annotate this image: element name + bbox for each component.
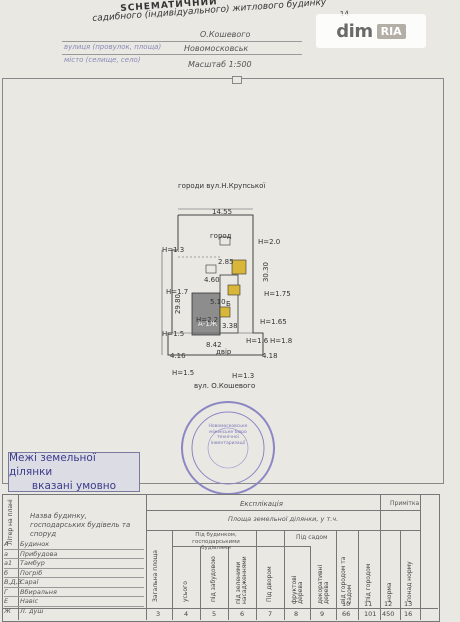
col-num-13: 13 [404,600,413,608]
col-num-11: 11 [364,600,373,608]
plot-boundary [167,214,264,356]
side-label: Літер на плані [7,499,14,545]
height-mark-6: Н=1.8 [270,337,293,345]
sub-buildings-header: Під будинком, господарськими будівлями [192,532,240,551]
col-excess: понад норму [406,561,413,602]
building-a [191,292,221,336]
cell-dim-0: 4.60 [204,276,220,284]
col-num-4: 4 [184,610,189,618]
col-num-8: 8 [294,610,299,618]
value-excess: 16 [404,610,413,618]
area-header: Площа земельної ділянки, у т.ч. [228,515,339,523]
value-norm: 450 [382,610,395,618]
garden-label: город [210,232,232,240]
height-mark-5: Н=1.65 [260,318,287,326]
stamp-text: Новомосковське міжміське бюро технічної … [208,424,248,446]
watermark-brand: dim [336,20,373,42]
col-fruit: фруктові дерева [291,575,304,604]
col-other: під зеленими насадженнями [235,556,248,604]
col-num-7: 7 [268,610,273,618]
col-garden-plot: під городом та садом [340,556,353,604]
dim-bottom-right: 4.18 [262,352,278,360]
col-num-12: 12 [384,600,393,608]
col-decor: декоративні дерева [317,564,330,604]
scale-label: Масштаб 1:500 [188,60,252,69]
col-vege: під городом [365,563,372,602]
dim-top: 14.55 [212,208,233,216]
height-mark-4: Н=1.5 [162,330,185,338]
explication-header: Експлікація [240,500,283,508]
col-all: усього [182,581,189,602]
legend-line-1: Межі земельної ділянки [9,452,96,478]
cell-dim-3: 5.10 [210,298,226,306]
value-garden-plot: 66 [342,610,351,618]
yard-label: двір [216,348,232,356]
cell-dim-1: 2.85 [218,258,234,266]
plan-bottom-caption: вул. О.Кошевого [194,382,256,390]
note-header: Примітка [390,500,420,507]
street-value: О.Кошевого [200,30,251,39]
value-vege: 101 [364,610,377,618]
legend-line-2: вказані умовно [31,480,117,492]
dim-right: 30.30 [262,261,271,283]
dim-bottom: 8.42 [206,341,222,349]
building-a-label: А-1Ж [198,320,218,328]
col-num-9: 9 [320,610,325,618]
height-mark-1: Н=2.0 [258,238,281,246]
outbuilding-yellow-1 [231,259,247,275]
frame-tick [232,76,242,84]
round-stamp [181,401,275,495]
building-b-label: Б [226,300,231,308]
col-num-6: 6 [240,610,245,618]
height-mark-3: Н=1.7 [166,288,189,296]
outbuilding-yellow-2 [227,284,241,296]
site-plan [161,208,264,356]
height-mark-0: Н=1.3 [162,246,185,254]
dimria-watermark: dim RIA [316,14,426,48]
col-yard: Під двором [266,566,273,602]
dim-bottom-left: 4.16 [170,352,186,360]
col-num-5: 5 [212,610,217,618]
street-label: вулиця (провулок, площа) [64,43,162,51]
town-underline [62,54,302,55]
col-total: Загальна площа [152,550,159,602]
height-mark-8: Н=1.5 [172,369,195,377]
dim-left: 29.80 [174,293,183,315]
outbuilding-yellow-3 [219,306,231,318]
height-mark-9: Н=1.3 [232,372,255,380]
plan-top-caption: городи вул.Н.Крупської [178,182,266,190]
sub-garden-header: Під садом [296,534,328,541]
shed-small [219,236,231,246]
cell-dim-2: 3.38 [222,322,238,330]
col-num-3: 3 [156,610,161,618]
col-built: під забудовою [210,556,217,602]
height-mark-2: Н=1.75 [264,290,291,298]
watermark-badge: RIA [376,23,406,39]
names-header: Назва будинку, господарських будівель та… [30,512,131,538]
town-value: Новомосковськ [184,44,249,53]
town-label: місто (селище, село) [64,56,141,64]
height-mark-7: Н=1.6 [246,337,269,345]
shed-small-2 [205,264,217,274]
boundary-legend: Межі земельної ділянки вказані умовно [8,452,140,492]
height-mark-10: Н=2.2 [196,316,219,324]
col-num-10: 10 [342,600,351,608]
street-underline [62,41,302,42]
